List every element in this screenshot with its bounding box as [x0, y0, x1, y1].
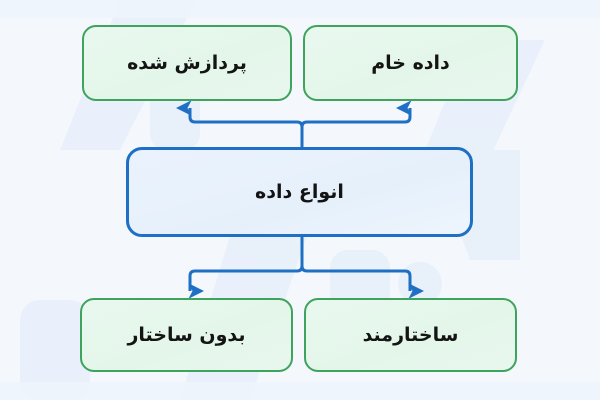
node-processed[interactable]: پردازش شده [82, 25, 292, 101]
node-raw-data[interactable]: داده خام [303, 25, 518, 101]
connector-center-to-bottom-left [188, 265, 304, 299]
node-unstructured[interactable]: بدون ساختار [80, 298, 293, 372]
node-data-types-label: انواع داده [255, 180, 344, 203]
node-structured-label: ساختارمند [362, 323, 459, 346]
node-raw-data-label: داده خام [371, 51, 450, 74]
node-unstructured-label: بدون ساختار [127, 323, 246, 346]
connector-center-to-bottom-right [300, 265, 425, 299]
connector-center-to-top-right [300, 100, 412, 128]
connector-center-to-top-left [175, 100, 304, 128]
node-data-types[interactable]: انواع داده [126, 147, 473, 237]
node-processed-label: پردازش شده [127, 51, 247, 74]
node-structured[interactable]: ساختارمند [304, 298, 517, 372]
